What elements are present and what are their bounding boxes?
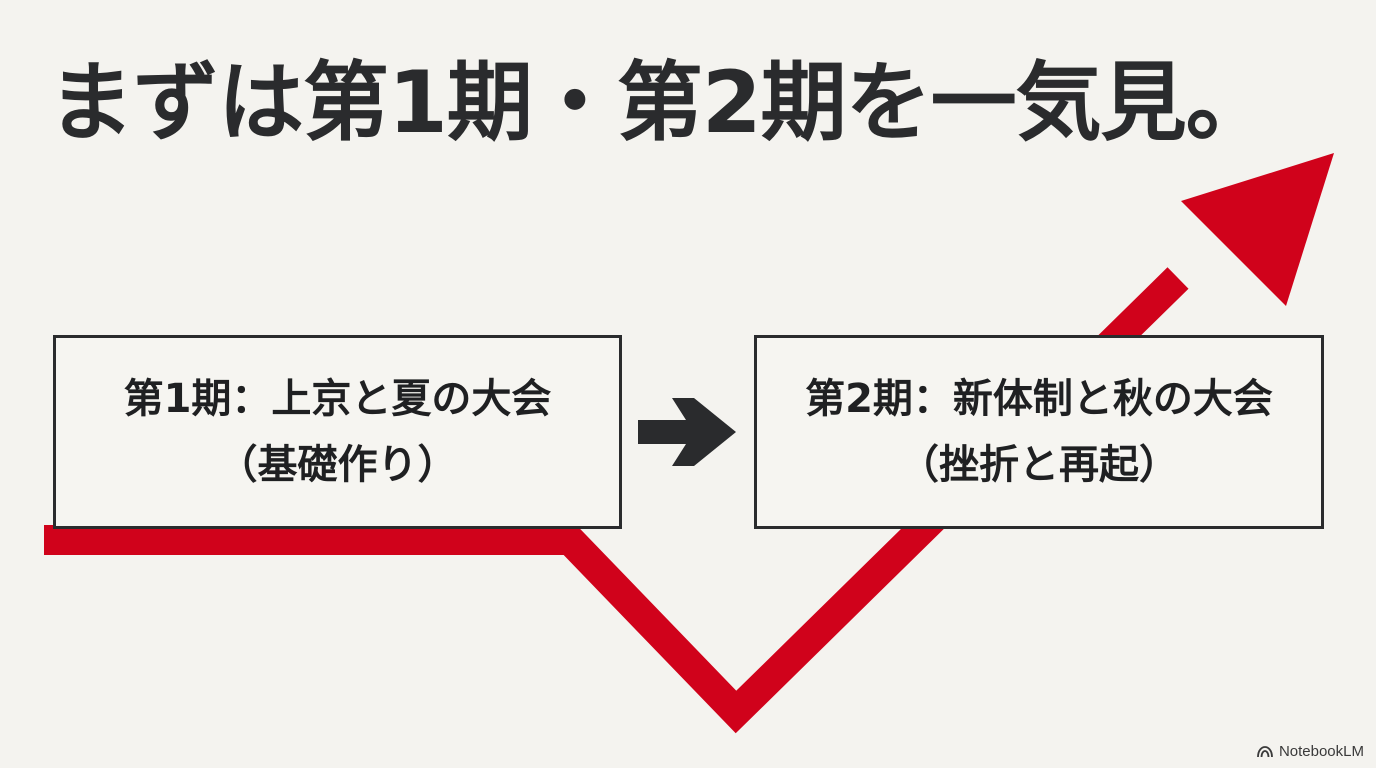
trend-arrowhead: [1181, 153, 1334, 306]
phase-1-box: 第1期：上京と夏の大会 （基礎作り）: [53, 335, 622, 529]
phase-1-title: 第1期：上京と夏の大会: [123, 376, 552, 422]
right-arrow-icon: [638, 398, 736, 466]
watermark: NotebookLM: [1257, 743, 1364, 760]
phase-2-subtitle: （挫折と再起）: [899, 442, 1179, 488]
phase-2-box: 第2期：新体制と秋の大会 （挫折と再起）: [754, 335, 1324, 529]
watermark-text: NotebookLM: [1278, 743, 1364, 760]
phase-2-title: 第2期：新体制と秋の大会: [805, 376, 1273, 422]
page-title: まずは第1期・第2期を一気見。: [48, 53, 1272, 153]
phase-1-subtitle: （基礎作り）: [217, 442, 458, 488]
notebooklm-logo-icon: [1257, 745, 1273, 757]
